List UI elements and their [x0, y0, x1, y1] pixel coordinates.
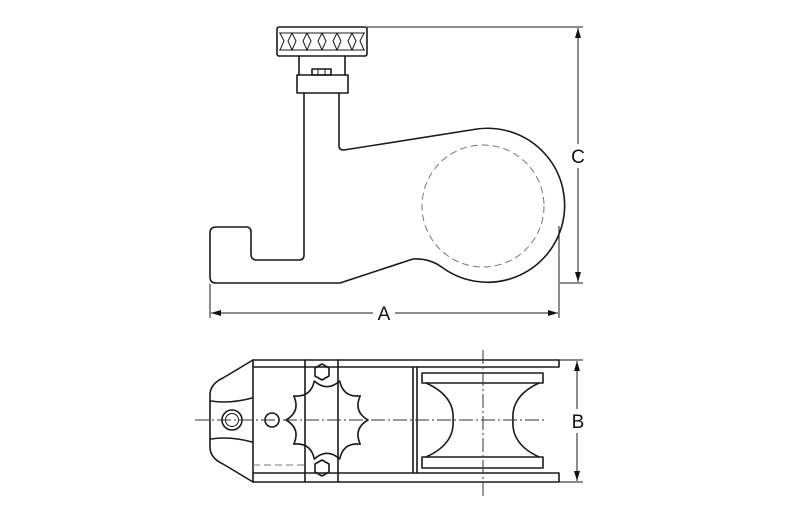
frame-rails: [252, 359, 560, 483]
dimension-a-label: A: [378, 304, 391, 325]
hex-nut-top: [314, 363, 330, 381]
set-screw: [311, 68, 332, 76]
knob-neck: [298, 55, 346, 76]
dimension-b-label: B: [572, 412, 585, 433]
side-view: [209, 26, 566, 284]
dimension-a: A: [209, 226, 560, 325]
knurled-knob: [276, 26, 368, 57]
hex-nut-bottom: [314, 459, 330, 477]
dimension-b: B: [559, 359, 589, 483]
dimension-c: C: [367, 26, 588, 284]
top-view: [195, 350, 560, 496]
tapered-nose: [209, 359, 254, 483]
hidden-roller-circle: [421, 144, 545, 268]
clamp-body-outline: [209, 92, 566, 284]
collar: [296, 74, 349, 94]
clamp-band: [304, 359, 339, 483]
dimension-c-label: C: [571, 147, 585, 168]
